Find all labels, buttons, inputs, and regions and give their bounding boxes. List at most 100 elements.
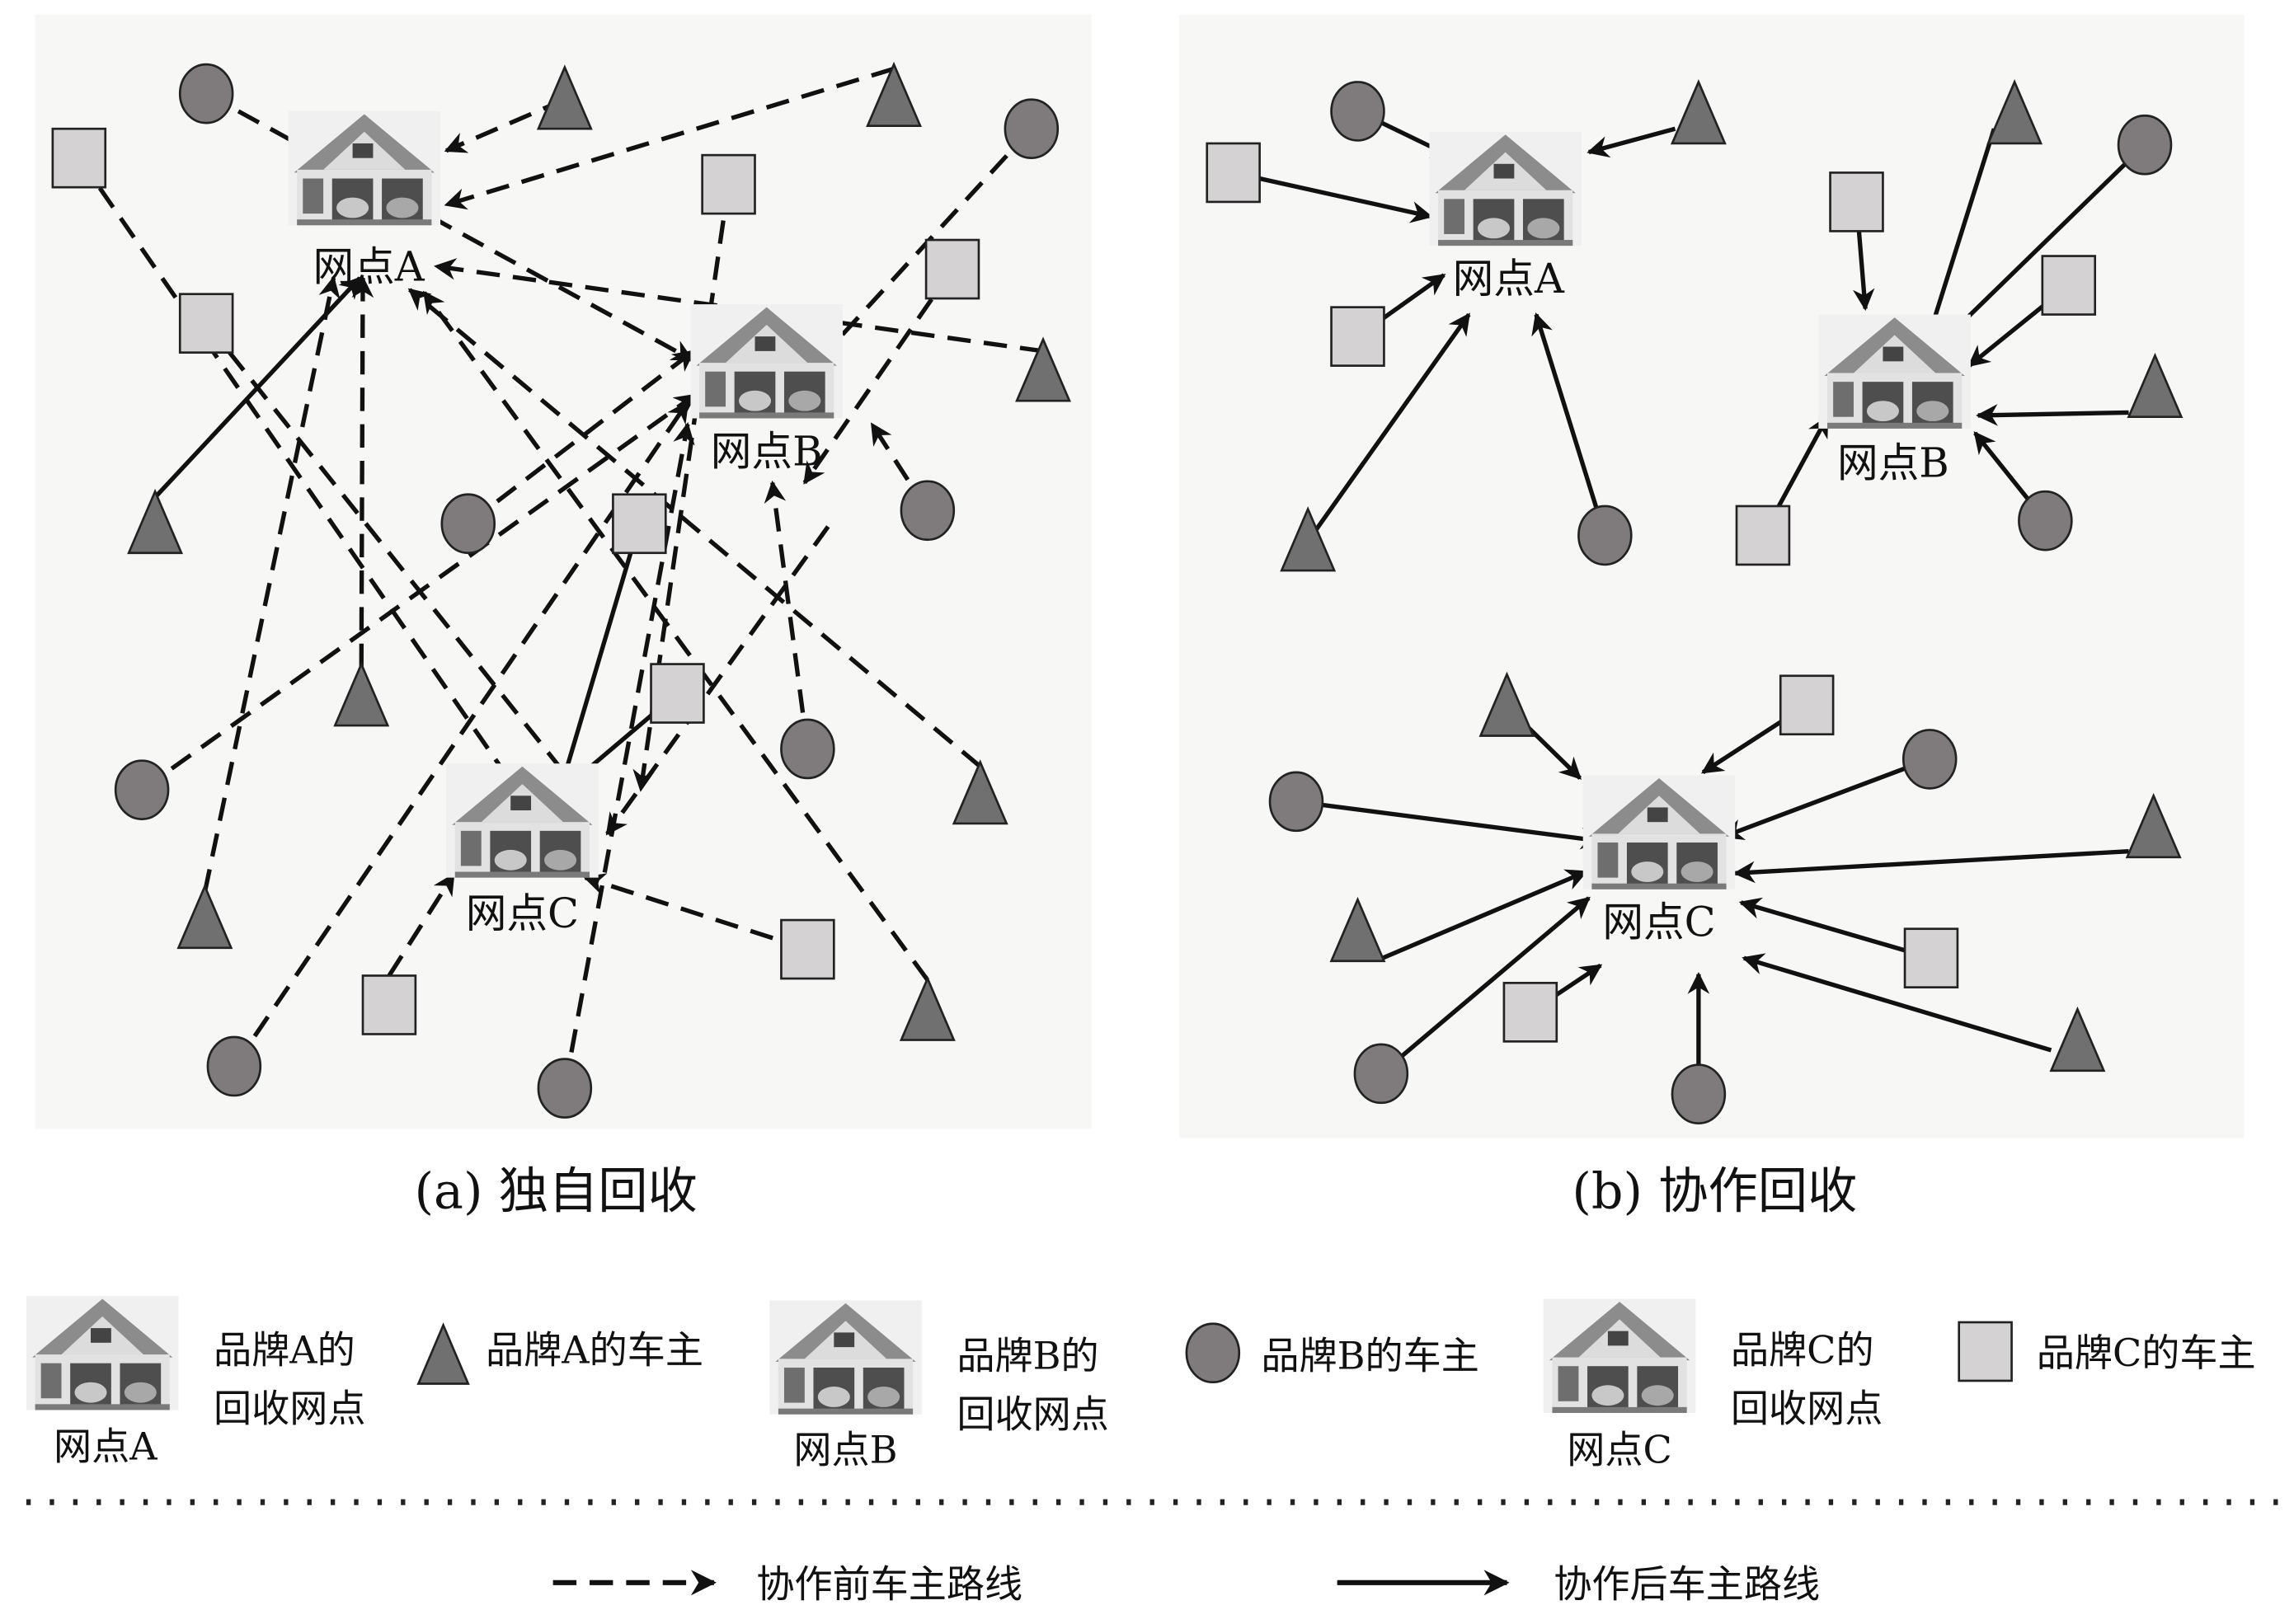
route-after-cooperation (1721, 757, 1931, 840)
legend-station-a: 网点A 品牌A的 回收网点 (26, 1296, 366, 1469)
route-after-cooperation (1531, 312, 1607, 537)
legend: 网点A 品牌A的 回收网点 品牌A的车主 网点B 品牌B的 回收网点 品牌B的车… (26, 1296, 2294, 1607)
triangle-owner-a (127, 488, 184, 555)
panel-a-station-a-house (288, 110, 441, 226)
square-owner-c (612, 493, 667, 555)
circle-icon (1185, 1322, 1241, 1384)
route-after-cooperation (1295, 799, 1603, 850)
square-owner-c (1206, 142, 1261, 204)
house-icon (26, 1296, 179, 1410)
triangle-owner-a (2127, 352, 2184, 419)
square-owner-c (2041, 255, 2097, 316)
route-after-cooperation (1732, 849, 2129, 884)
route-before-cooperation (140, 392, 697, 792)
square-owner-c (361, 974, 417, 1035)
legend-station-b-name: 网点B (793, 1427, 897, 1471)
panel-a-station-c-house (446, 763, 599, 878)
circle-owner-b (1671, 1063, 1727, 1125)
panel-a-station-c-label: 网点C (466, 889, 579, 937)
triangle-owner-a (333, 661, 390, 727)
triangle-owner-a (176, 883, 233, 950)
triangle-owner-a (1478, 671, 1535, 737)
legend-owner-a: 品牌A的车主 (416, 1322, 703, 1385)
legend-owner-c-label: 品牌C的车主 (2037, 1331, 2256, 1375)
circle-owner-b (900, 480, 956, 542)
panel-a-station-a-label: 网点A (313, 243, 425, 291)
legend-station-c-desc1: 品牌C的 (1731, 1328, 1874, 1373)
panel-b-station-b-label: 网点B (1837, 439, 1949, 486)
legend-station-c: 网点C 品牌C的 回收网点 (1543, 1298, 1883, 1471)
route-before-cooperation (632, 184, 731, 792)
square-owner-c (51, 127, 107, 189)
route-before-cooperation (605, 525, 830, 836)
route-after-cooperation (1305, 312, 1471, 543)
legend-route-before: 协作前车主路线 (552, 1562, 1022, 1607)
caption-b: (b) 协作回收 (1572, 1163, 1857, 1221)
legend-route-after: 协作后车主路线 (1337, 1562, 1820, 1607)
triangle-owner-a (1329, 896, 1386, 963)
circle-owner-b (1330, 81, 1385, 142)
square-owner-c (1779, 674, 1835, 736)
route-after-cooperation (1380, 896, 1591, 1076)
triangle-owner-a (536, 64, 593, 130)
square-owner-c (1502, 982, 1558, 1043)
square-icon (1958, 1321, 2013, 1382)
triangle-owner-a (899, 975, 956, 1041)
route-after-cooperation (1738, 897, 1932, 960)
caption-a: (a) 独自回收 (414, 1163, 697, 1221)
legend-station-a-desc2: 回收网点 (214, 1387, 366, 1431)
circle-owner-b (537, 1058, 593, 1119)
route-before-cooperation (422, 290, 930, 982)
legend-station-b-desc2: 回收网点 (957, 1392, 1109, 1437)
panel-a-background (35, 14, 1092, 1129)
legend-owner-c: 品牌C的车主 (1958, 1321, 2256, 1382)
triangle-owner-a (2125, 792, 2182, 859)
route-before-cooperation (351, 275, 374, 668)
panel-b-background (1179, 14, 2245, 1138)
circle-owner-b (1353, 1043, 1409, 1105)
circle-owner-b (206, 1035, 262, 1097)
panel-b-station-b-house (1818, 314, 1971, 429)
legend-owner-a-label: 品牌A的车主 (486, 1328, 703, 1373)
square-owner-c (1735, 505, 1791, 566)
route-before-cooperation (204, 92, 694, 362)
panel-b-station-c-label: 网点C (1602, 899, 1715, 946)
legend-station-c-desc2: 回收网点 (1731, 1387, 1883, 1431)
route-after-cooperation (1976, 404, 2129, 426)
triangle-owner-a (1280, 506, 1337, 572)
legend-station-a-name: 网点A (54, 1425, 157, 1469)
route-before-cooperation (407, 288, 982, 768)
square-owner-c (1829, 171, 1884, 232)
panel-b-station-a-house (1429, 131, 1582, 246)
route-before-cooperation (77, 157, 529, 807)
route-after-cooperation (1381, 869, 1588, 960)
route-before-cooperation (204, 322, 580, 792)
route-before-cooperation (387, 872, 456, 977)
circle-owner-b (2117, 114, 2173, 176)
route-before-cooperation (467, 349, 696, 526)
triangle-owner-a (1986, 79, 2043, 145)
legend-owner-b-label: 品牌B的车主 (1261, 1334, 1479, 1378)
square-owner-c (178, 293, 234, 354)
triangle-owner-a (2049, 1006, 2106, 1072)
panel-b-station-a-label: 网点A (1453, 255, 1565, 303)
circle-owner-b (114, 759, 170, 820)
panel-b-station-c-house (1582, 775, 1736, 889)
circle-owner-b (178, 63, 234, 124)
route-before-cooperation (202, 275, 341, 893)
square-owner-c (650, 663, 705, 724)
circle-owner-b (780, 718, 835, 780)
legend-station-b-desc1: 品牌B的 (957, 1334, 1098, 1378)
circle-owner-b (440, 493, 496, 555)
route-after-cooperation (1233, 170, 1433, 223)
legend-route-after-label: 协作后车主路线 (1554, 1562, 1820, 1607)
route-after-cooperation (1587, 126, 1676, 158)
legend-station-b: 网点B 品牌B的 回收网点 (769, 1300, 1109, 1471)
triangle-icon (416, 1322, 470, 1385)
route-before-cooperation (802, 268, 955, 485)
legend-station-c-name: 网点C (1567, 1427, 1672, 1471)
route-before-cooperation (562, 421, 695, 1089)
square-owner-c (701, 153, 756, 215)
